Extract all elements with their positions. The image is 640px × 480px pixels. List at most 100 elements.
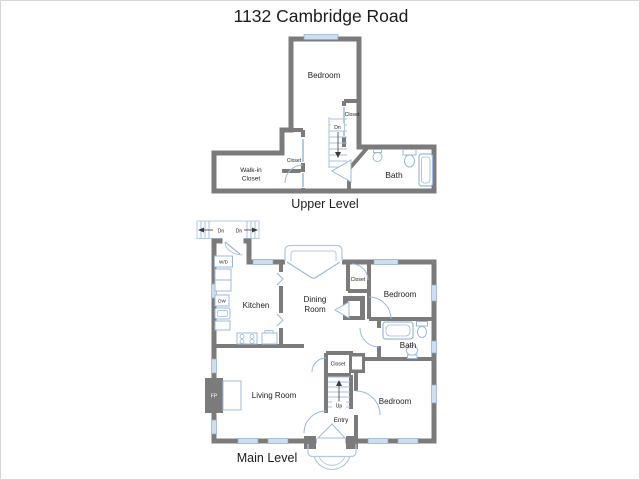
counter-cabinet bbox=[214, 320, 231, 331]
window bbox=[211, 419, 217, 435]
doorway-marker bbox=[333, 301, 350, 319]
doorway-marker bbox=[276, 272, 284, 286]
sink-icon bbox=[417, 326, 427, 338]
window bbox=[367, 438, 389, 444]
counter-cabinet bbox=[214, 268, 232, 281]
window bbox=[303, 34, 339, 40]
upper-staircase: Dn bbox=[328, 117, 347, 168]
label-backing bbox=[331, 123, 344, 131]
main-staircase: Up bbox=[328, 376, 350, 410]
doorway-marker bbox=[276, 313, 284, 327]
chimney-flue bbox=[348, 301, 360, 316]
stairs-arrow-head bbox=[335, 152, 341, 158]
bath-doorway-marker bbox=[331, 159, 352, 183]
main-level-caption: Main Level bbox=[237, 451, 297, 465]
sink-icon bbox=[372, 152, 383, 162]
door-arc bbox=[368, 296, 392, 320]
window bbox=[211, 358, 217, 374]
dishwasher-icon bbox=[214, 294, 230, 307]
stairs-up-label: Up bbox=[336, 404, 343, 410]
deck-arrow-head bbox=[198, 227, 204, 233]
upper-stairs-dn-label: Dn bbox=[334, 125, 341, 131]
counter-sink-icon bbox=[261, 332, 278, 345]
front-door-leaf bbox=[316, 423, 347, 439]
dishwasher-label: DW bbox=[218, 299, 226, 304]
door-arc bbox=[359, 327, 380, 348]
dining-room-label: Dining bbox=[304, 295, 327, 304]
kitchen-appliances: W/D DW bbox=[214, 255, 278, 345]
door-arc bbox=[351, 263, 369, 281]
upper-bath-label: Bath bbox=[385, 170, 403, 180]
page-title: 1132 Cambridge Road bbox=[234, 6, 409, 26]
main-outer-walls bbox=[211, 238, 437, 444]
porch-wall-stub bbox=[304, 436, 316, 449]
closet-mid-label: Closet bbox=[331, 362, 346, 368]
bay-window bbox=[284, 244, 343, 279]
bath-label: Bath bbox=[400, 341, 416, 350]
bathtub-icon bbox=[421, 156, 431, 184]
main-level-plan: Dn Dn bbox=[196, 220, 437, 471]
stove-icon bbox=[236, 332, 258, 345]
front-door-gap bbox=[316, 436, 346, 446]
kitchen-sink-icon bbox=[217, 310, 228, 317]
front-porch bbox=[307, 444, 357, 471]
living-room-label: Living Room bbox=[252, 391, 297, 400]
fireplace: FP bbox=[205, 378, 242, 413]
door-arc bbox=[303, 410, 327, 434]
entry-label: Entry bbox=[334, 417, 349, 424]
stove-burner bbox=[249, 339, 255, 344]
window bbox=[431, 340, 437, 354]
deck-dn-right-label: Dn bbox=[236, 229, 243, 235]
stove-burner bbox=[239, 339, 245, 344]
door-arc bbox=[224, 241, 243, 256]
fireplace-label: FP bbox=[211, 394, 218, 400]
window bbox=[431, 384, 437, 404]
bedroom-bottom-label: Bedroom bbox=[379, 397, 412, 406]
porch-wall-stub bbox=[346, 436, 358, 449]
washer-dryer-label: W/D bbox=[219, 260, 229, 265]
deck-landing: Dn Dn bbox=[196, 220, 260, 239]
bathtub-icon bbox=[385, 324, 411, 337]
fireplace-block bbox=[205, 378, 223, 413]
upper-level-plan: Dn Bedroom Closet Closet Walk-in Closet … bbox=[211, 34, 437, 211]
dining-room-label: Room bbox=[304, 305, 326, 314]
counter-cabinet bbox=[214, 279, 232, 292]
toilet-icon bbox=[404, 154, 415, 168]
door-arc bbox=[311, 357, 327, 373]
bedroom-top-label: Bedroom bbox=[384, 290, 417, 299]
deck-arrow-head bbox=[252, 227, 258, 233]
kitchen-label: Kitchen bbox=[243, 301, 270, 310]
sink-icon bbox=[416, 321, 428, 327]
main-windows bbox=[211, 259, 437, 444]
upper-closet-middle-label: Closet bbox=[287, 158, 302, 164]
fireplace-hearth bbox=[222, 380, 242, 411]
door-arc bbox=[284, 164, 304, 184]
washer-dryer-icon bbox=[214, 255, 233, 268]
window bbox=[373, 259, 399, 265]
stairs-arrow-head bbox=[336, 380, 342, 386]
label-backing bbox=[332, 401, 346, 409]
window bbox=[397, 438, 419, 444]
window bbox=[267, 438, 289, 444]
door-arc bbox=[355, 390, 381, 416]
bay-opening bbox=[285, 257, 342, 267]
stove-burner bbox=[239, 334, 245, 339]
toilet-icon bbox=[407, 354, 418, 359]
upper-closet-right-label: Closet bbox=[345, 112, 360, 118]
stove-burner bbox=[249, 334, 255, 339]
main-bath-fixtures bbox=[382, 321, 428, 359]
upper-bedroom-label: Bedroom bbox=[308, 71, 341, 80]
window bbox=[252, 259, 274, 265]
deck-dn-left-label: Dn bbox=[218, 229, 225, 235]
window bbox=[431, 284, 437, 302]
door-leaf bbox=[224, 241, 241, 255]
faucet bbox=[264, 330, 274, 333]
door-gap bbox=[222, 237, 244, 246]
upper-bath-fixtures bbox=[372, 149, 434, 187]
upper-walkin-label: Walk-in bbox=[240, 167, 262, 174]
closet-top-label: Closet bbox=[351, 277, 366, 283]
interior-doors bbox=[224, 241, 392, 439]
upper-walkin-label: Closet bbox=[242, 176, 261, 183]
